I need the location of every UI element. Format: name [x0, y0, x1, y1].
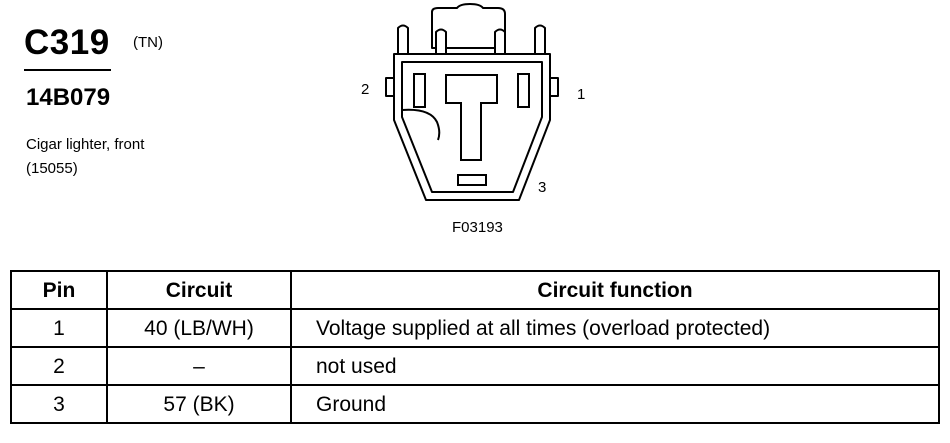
header-pin: Pin	[10, 270, 108, 310]
table-row: 2 – not used	[10, 346, 940, 386]
cell-function: Voltage supplied at all times (overload …	[290, 308, 940, 348]
part-number: 14B079	[26, 84, 111, 111]
cell-pin: 1	[10, 308, 108, 348]
connector-color: (TN)	[133, 34, 163, 51]
cell-circuit: –	[106, 346, 292, 386]
table-row: 1 40 (LB/WH) Voltage supplied at all tim…	[10, 308, 940, 348]
connector-face-diagram	[385, 3, 559, 201]
cell-circuit: 57 (BK)	[106, 384, 292, 424]
figure-id: F03193	[452, 219, 503, 236]
pin-label-3: 3	[538, 179, 547, 196]
description-line-2: (15055)	[26, 160, 78, 177]
cell-function: not used	[290, 346, 940, 386]
description-line-1: Cigar lighter, front	[26, 136, 145, 153]
connector-id: C319	[24, 23, 110, 62]
pin-table: Pin Circuit Circuit function 1 40 (LB/WH…	[10, 270, 940, 424]
cell-function: Ground	[290, 384, 940, 424]
header-circuit: Circuit	[106, 270, 292, 310]
pin-label-2: 2	[361, 81, 370, 98]
table-row: 3 57 (BK) Ground	[10, 384, 940, 424]
connector-id-underline	[24, 69, 111, 71]
cell-pin: 3	[10, 384, 108, 424]
cell-circuit: 40 (LB/WH)	[106, 308, 292, 348]
cell-pin: 2	[10, 346, 108, 386]
table-header-row: Pin Circuit Circuit function	[10, 270, 940, 310]
header-circuit-function: Circuit function	[290, 270, 940, 310]
pin-label-1: 1	[577, 86, 586, 103]
